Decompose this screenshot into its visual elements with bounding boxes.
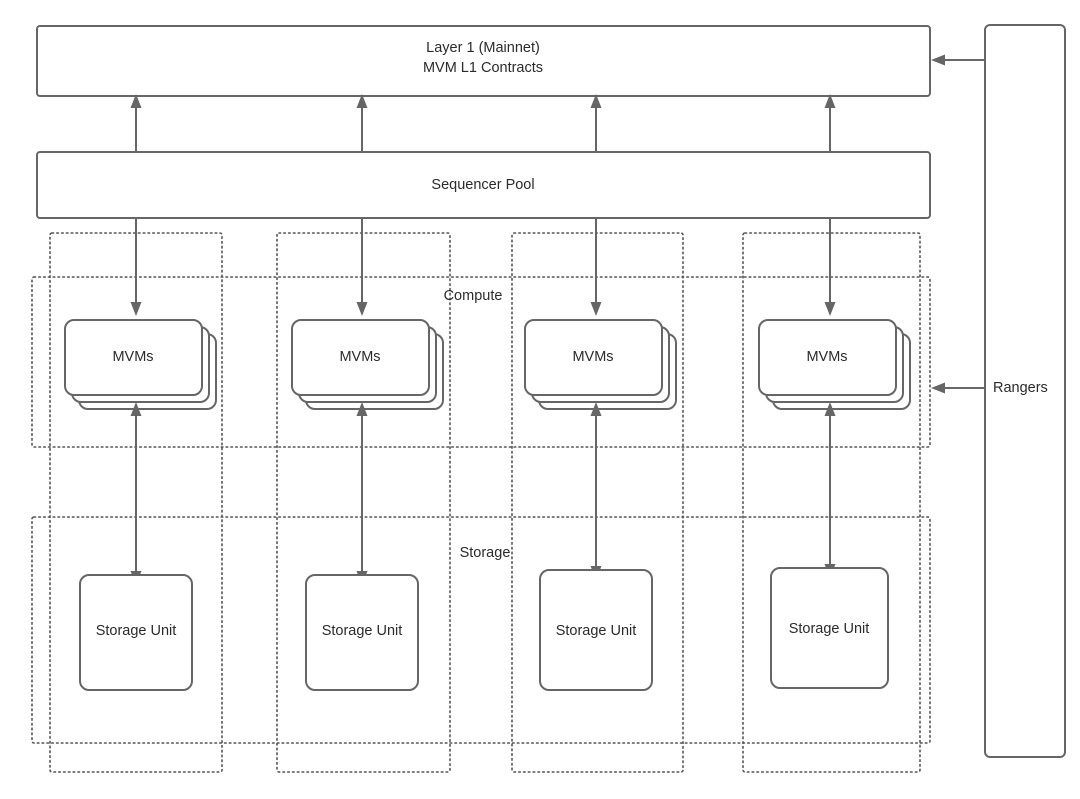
sequencer-pool-box[interactable] [36,151,931,219]
compute-band-label: Compute [444,288,503,304]
mvm-box-4[interactable] [758,319,897,396]
layer1-box[interactable] [36,25,931,97]
column-region-4 [742,232,921,773]
storage-unit-box-3[interactable] [539,569,653,691]
arrow-sequencer-to-mvm-3 [590,218,602,316]
storage-unit-label-2: Storage Unit [322,623,403,639]
storage-unit-box-2[interactable] [305,574,419,691]
mvm-label-2: MVMs [339,349,380,365]
arrow-storage-to-mvm-4 [824,402,836,578]
layer1-title-line1: Layer 1 (Mainnet) [426,40,540,56]
arrow-sequencer-to-mvm-2 [356,218,368,316]
storage-unit-label-3: Storage Unit [556,623,637,639]
storage-unit-box-1[interactable] [79,574,193,691]
arrow-sequencer-to-layer1-2 [356,94,368,152]
storage-band-region [31,516,931,744]
arrow-storage-to-mvm-3 [590,402,602,580]
arrow-rangers-to-layer1 [931,54,985,66]
arrow-sequencer-to-layer1-3 [590,94,602,152]
column-region-2 [276,232,451,773]
column-region-3 [511,232,684,773]
rangers-label: Rangers [993,380,1048,396]
arrow-sequencer-to-mvm-4 [824,218,836,316]
storage-unit-box-4[interactable] [770,567,889,689]
mvm-box-2[interactable] [291,319,430,396]
arrow-storage-to-mvm-1 [130,402,142,585]
sequencer-pool-label: Sequencer Pool [431,177,534,193]
mvm-box-3[interactable] [524,319,663,396]
arrow-storage-to-mvm-2 [356,402,368,585]
arrow-sequencer-to-mvm-1 [130,218,142,316]
storage-unit-label-1: Storage Unit [96,623,177,639]
arrow-sequencer-to-layer1-1 [130,94,142,152]
storage-band-label: Storage [460,545,511,561]
rangers-box[interactable] [984,24,1066,758]
mvm-label-3: MVMs [572,349,613,365]
arrow-rangers-to-compute [931,382,985,394]
compute-band-region [31,276,931,448]
mvm-label-4: MVMs [806,349,847,365]
layer1-title-line2: MVM L1 Contracts [423,60,543,76]
arrow-sequencer-to-layer1-4 [824,94,836,152]
mvm-label-1: MVMs [112,349,153,365]
mvm-box-1[interactable] [64,319,203,396]
storage-unit-label-4: Storage Unit [789,621,870,637]
